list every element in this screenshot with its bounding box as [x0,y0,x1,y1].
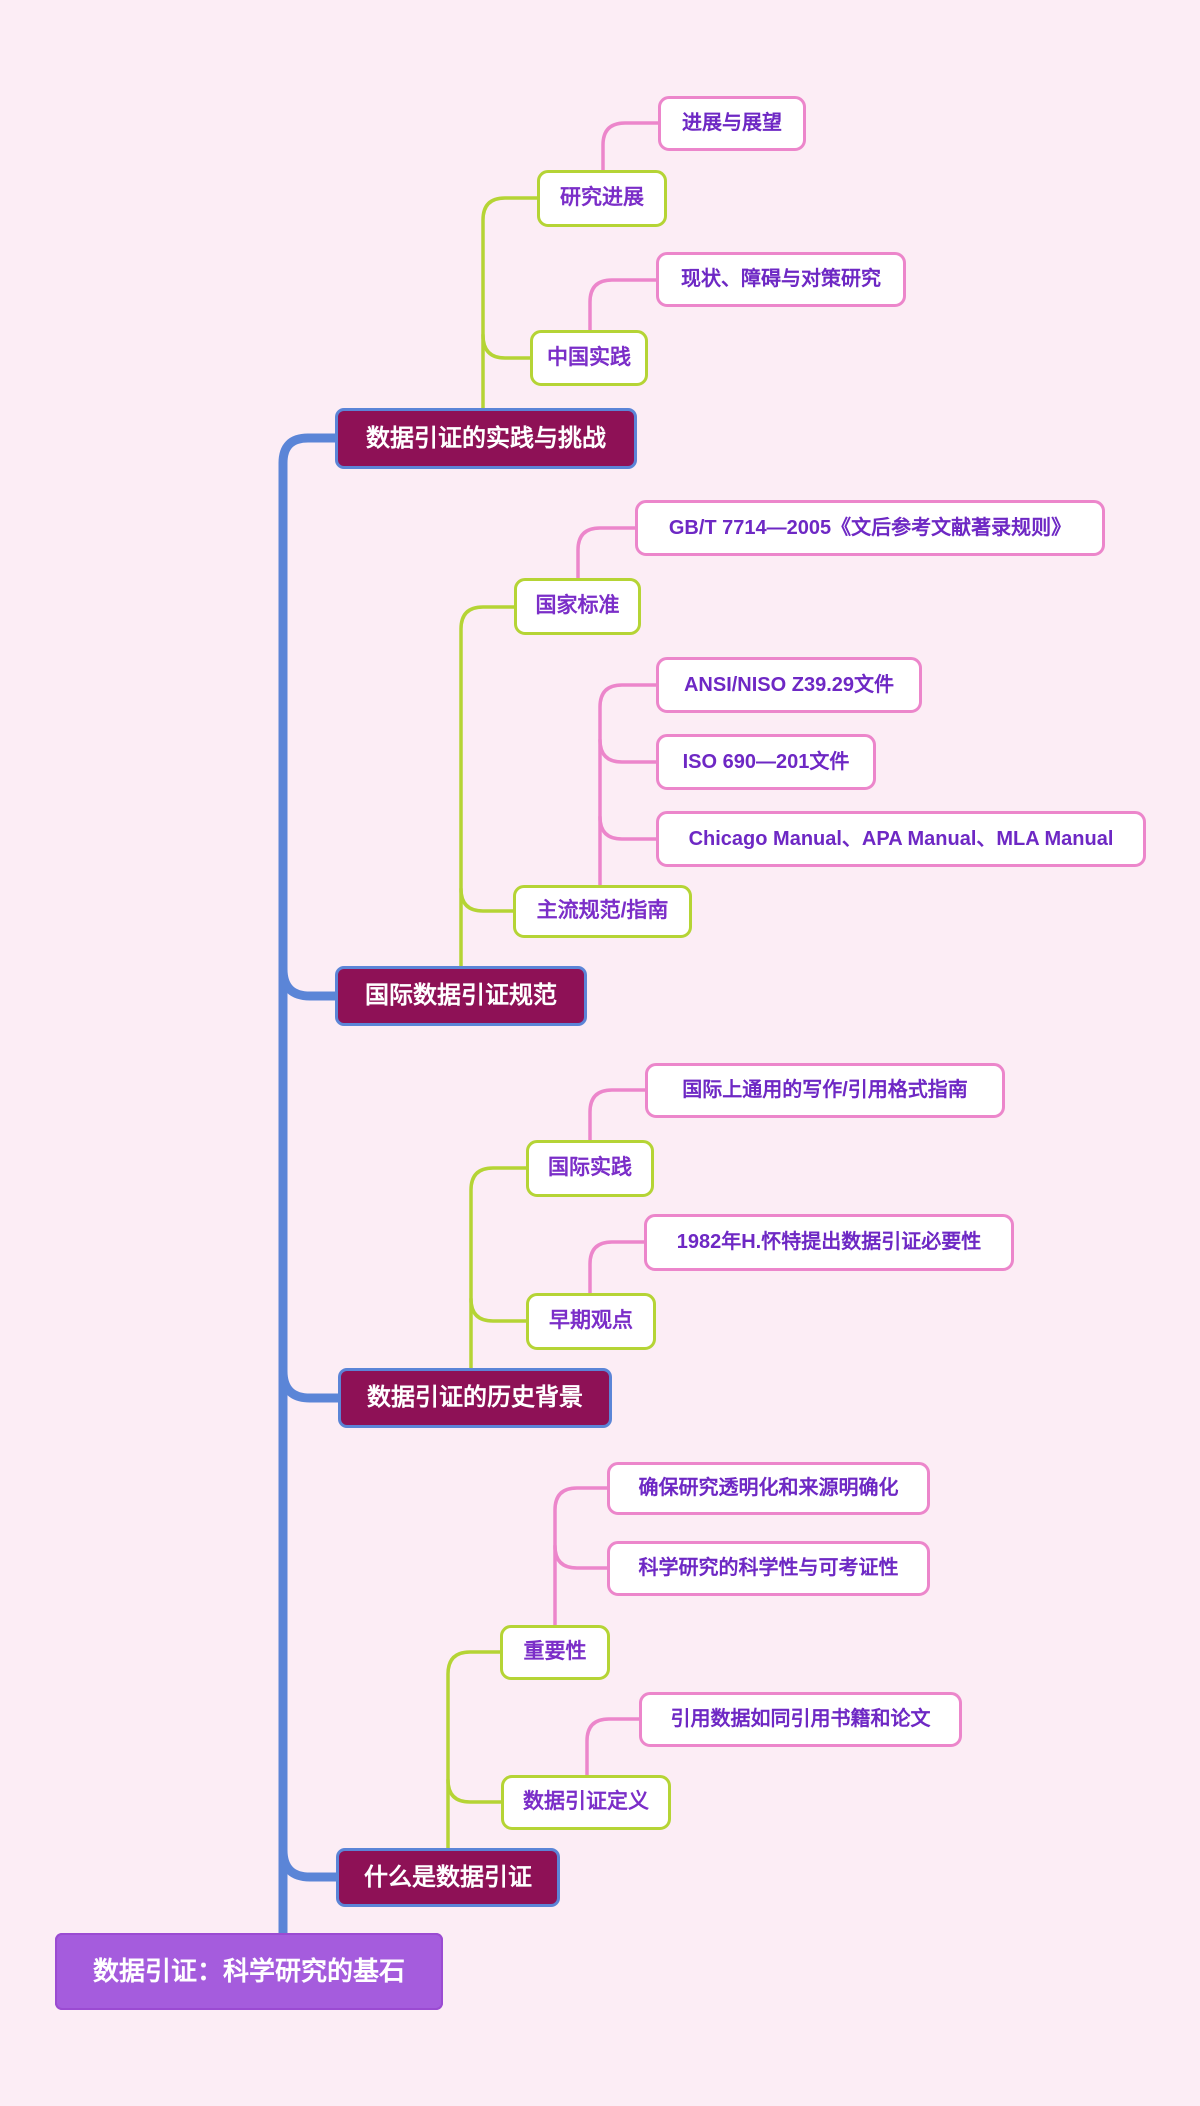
sub-node-mainstream-guidelines[interactable]: 主流规范/指南 [513,885,692,938]
connector-branch4-to-sub2 [446,1778,503,1804]
connector-sub-to-leaf-8 [588,1240,646,1295]
leaf-node-status-obstacles-countermeasures[interactable]: 现状、障碍与对策研究 [656,252,906,307]
branch-node-historical-background[interactable]: 数据引证的历史背景 [338,1368,612,1428]
connector-sub-to-leaf-9 [553,1486,609,1627]
sub-node-national-standard[interactable]: 国家标准 [514,578,641,635]
leaf-node-ansi-niso-document[interactable]: ANSI/NISO Z39.29文件 [656,657,922,713]
leaf-node-gbt7714-standard[interactable]: GB/T 7714—2005《文后参考文献著录规则》 [635,500,1105,556]
leaf-node-cite-data-like-books-papers[interactable]: 引用数据如同引用书籍和论文 [639,1692,962,1747]
connector-branch3-to-sub1 [469,1166,528,1370]
sub-node-data-citation-definition[interactable]: 数据引证定义 [501,1775,671,1830]
connector-sub-to-leaf-3 [576,526,637,580]
branch-node-international-citation-standards[interactable]: 国际数据引证规范 [335,966,587,1026]
branch-node-what-is-data-citation[interactable]: 什么是数据引证 [336,1848,560,1907]
leaf-node-progress-outlook[interactable]: 进展与展望 [658,96,806,151]
connector-sub-to-leaf-11 [585,1717,641,1777]
connector-trunk-to-branch-1 [278,433,341,1938]
connector-trunk-to-branch-4 [278,1845,343,1882]
sub-node-research-progress[interactable]: 研究进展 [537,170,667,227]
connector-sub-to-leaf-1 [601,121,660,172]
connector-branch2-to-sub2 [459,887,515,913]
leaf-node-style-manuals[interactable]: Chicago Manual、APA Manual、MLA Manual [656,811,1146,867]
leaf-node-transparency-and-source-clarity[interactable]: 确保研究透明化和来源明确化 [607,1462,930,1515]
connector-branch1-to-sub2 [481,333,532,360]
connector-trunk-to-branch-3 [278,1366,345,1403]
leaf-node-international-writing-citation-guides[interactable]: 国际上通用的写作/引用格式指南 [645,1063,1005,1118]
sub-node-international-practice[interactable]: 国际实践 [526,1140,654,1197]
connector-sub-to-leaf-6 [598,815,658,841]
branch-node-practice-and-challenges[interactable]: 数据引证的实践与挑战 [335,408,637,469]
connector-trunk-to-branch-2 [278,964,341,1001]
connector-sub-to-leaf-4 [598,683,658,887]
sub-node-china-practice[interactable]: 中国实践 [530,330,648,386]
connector-branch2-to-sub1 [459,605,516,968]
root-node-data-citation-cornerstone[interactable]: 数据引证：科学研究的基石 [55,1933,443,2010]
connector-sub-to-leaf-10 [553,1544,609,1570]
connector-sub-to-leaf-7 [588,1088,647,1142]
leaf-node-1982-white-data-citation[interactable]: 1982年H.怀特提出数据引证必要性 [644,1214,1014,1271]
sub-node-early-viewpoints[interactable]: 早期观点 [526,1293,656,1350]
connector-branch3-to-sub2 [469,1297,528,1323]
connector-branch4-to-sub1 [446,1650,502,1850]
connector-sub-to-leaf-5 [598,738,658,764]
leaf-node-scientific-verifiability[interactable]: 科学研究的科学性与可考证性 [607,1541,930,1596]
leaf-node-iso-document[interactable]: ISO 690—201文件 [656,734,876,790]
sub-node-importance[interactable]: 重要性 [500,1625,610,1680]
connector-branch1-to-sub1 [481,196,539,410]
connector-sub-to-leaf-2 [588,278,658,332]
